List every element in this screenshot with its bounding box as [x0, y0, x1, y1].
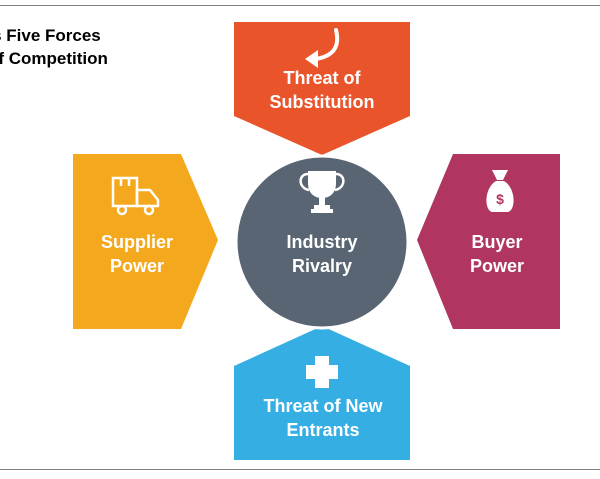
buyer-power-shape: $ Buyer Power: [417, 154, 560, 329]
entrants-label-line-1: Threat of New: [263, 396, 383, 416]
delivery-truck-icon: [111, 176, 160, 216]
diagram-title: ’s Five Forces of Competition: [0, 24, 108, 70]
supplier-label-line-2: Power: [110, 256, 164, 276]
entrants-label-line-2: Entrants: [286, 420, 359, 440]
threat-of-substitution-shape: Threat of Substitution: [234, 22, 410, 155]
industry-rivalry-circle: Industry Rivalry: [234, 154, 410, 330]
substitution-label-line-1: Threat of: [283, 68, 361, 88]
title-line-1: ’s Five Forces: [0, 26, 101, 45]
trophy-icon: [299, 171, 345, 213]
rivalry-label-line-2: Rivalry: [292, 256, 352, 276]
curved-arrow-icon: [305, 28, 340, 68]
top-border-line: [0, 5, 600, 6]
threat-of-new-entrants-shape: Threat of New Entrants: [234, 326, 410, 460]
title-line-2: of Competition: [0, 49, 108, 68]
supplier-power-shape: Supplier Power: [73, 154, 218, 329]
buyer-label-line-1: Buyer: [471, 232, 522, 252]
svg-text:$: $: [496, 191, 504, 207]
supplier-label-line-1: Supplier: [101, 232, 173, 252]
plus-icon: [306, 356, 338, 388]
bottom-border-line: [0, 469, 600, 470]
money-bag-icon: $: [486, 170, 514, 212]
buyer-label-line-2: Power: [470, 256, 524, 276]
rivalry-label-line-1: Industry: [286, 232, 357, 252]
substitution-label-line-2: Substitution: [270, 92, 375, 112]
